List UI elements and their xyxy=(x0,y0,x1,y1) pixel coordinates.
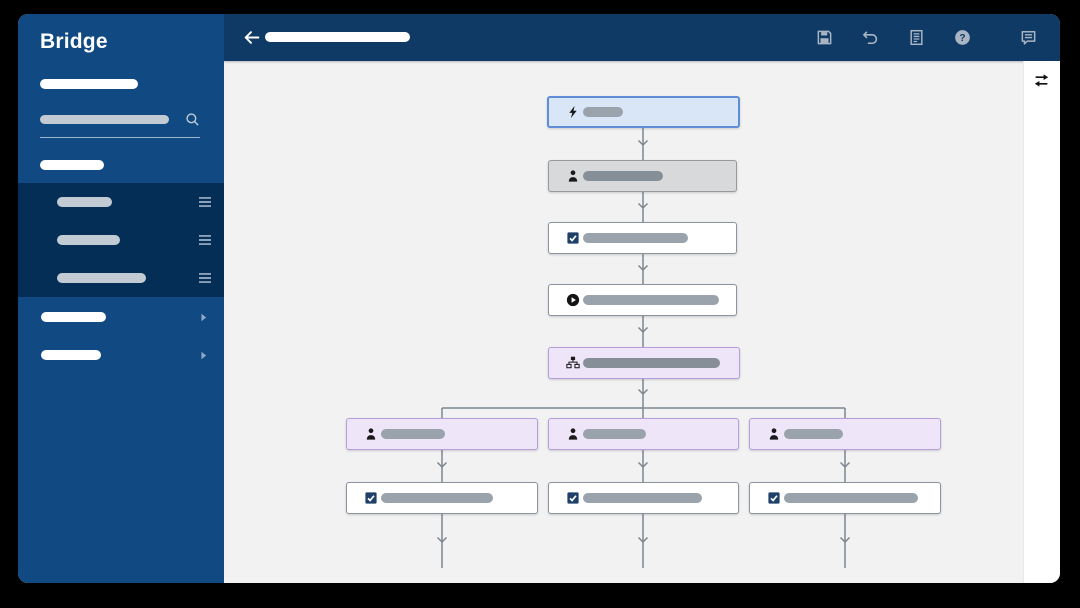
help-button[interactable]: ? xyxy=(954,29,971,46)
flow-connectors xyxy=(436,128,851,568)
play-icon xyxy=(566,293,580,307)
user-step-node[interactable] xyxy=(548,160,737,192)
redacted-text xyxy=(57,273,146,283)
sidebar: Bridge xyxy=(18,14,224,583)
task-check-icon xyxy=(767,491,781,505)
workflow-title-redacted xyxy=(265,32,410,42)
sidebar-selected-item-1[interactable] xyxy=(18,183,224,221)
sidebar-subheader-redacted xyxy=(40,160,104,170)
menu-icon[interactable] xyxy=(198,234,212,246)
task-step-node[interactable] xyxy=(749,482,941,514)
document-button[interactable] xyxy=(908,29,925,46)
help-icon: ? xyxy=(954,29,971,46)
search-placeholder-redacted xyxy=(40,115,169,124)
redacted-text xyxy=(57,197,112,207)
bridge-app-window: ? Bridge xyxy=(18,14,1060,583)
task-step-node[interactable] xyxy=(548,222,737,254)
comment-icon xyxy=(1020,29,1037,46)
redacted-text xyxy=(583,107,623,117)
user-icon xyxy=(767,427,781,441)
save-icon xyxy=(816,29,833,46)
user-step-node[interactable] xyxy=(346,418,538,450)
redacted-text xyxy=(583,233,688,243)
document-icon xyxy=(908,29,925,46)
top-toolbar: ? xyxy=(224,14,1060,61)
redacted-text xyxy=(583,295,719,305)
redacted-text xyxy=(784,429,843,439)
redacted-text xyxy=(784,493,918,503)
task-check-icon xyxy=(566,491,580,505)
redacted-text xyxy=(381,493,493,503)
comment-button[interactable] xyxy=(1020,29,1037,46)
sidebar-nav-item-2[interactable] xyxy=(18,336,224,374)
task-check-icon xyxy=(364,491,378,505)
task-check-icon xyxy=(566,231,580,245)
user-step-node[interactable] xyxy=(749,418,941,450)
undo-button[interactable] xyxy=(862,29,879,46)
user-icon xyxy=(364,427,378,441)
trigger-node[interactable] xyxy=(547,96,740,128)
save-button[interactable] xyxy=(816,29,833,46)
back-button[interactable] xyxy=(243,29,260,46)
redacted-text xyxy=(57,235,120,245)
svg-text:?: ? xyxy=(959,33,965,44)
task-step-node[interactable] xyxy=(346,482,538,514)
side-panel-strip xyxy=(1023,61,1060,583)
toolbar-actions: ? xyxy=(816,14,1037,61)
branch-step-node[interactable] xyxy=(548,347,740,379)
sidebar-nav-item-1[interactable] xyxy=(18,298,224,336)
chevron-right-icon xyxy=(198,312,209,323)
redacted-text xyxy=(583,429,646,439)
workflow-canvas[interactable] xyxy=(224,61,1024,583)
redacted-text xyxy=(583,171,663,181)
brand-logo: Bridge xyxy=(40,30,108,53)
sidebar-selected-item-3[interactable] xyxy=(18,259,224,297)
sidebar-nav xyxy=(18,298,224,374)
redacted-text xyxy=(41,312,106,322)
redacted-text xyxy=(41,350,101,360)
redacted-text xyxy=(583,493,702,503)
redacted-text xyxy=(583,358,720,368)
lightning-icon xyxy=(566,105,580,119)
sidebar-section-label-redacted xyxy=(40,79,138,89)
user-icon xyxy=(566,427,580,441)
process-step-node[interactable] xyxy=(548,284,737,316)
chevron-right-icon xyxy=(198,350,209,361)
workflow-icon xyxy=(566,356,580,370)
sidebar-search-input[interactable] xyxy=(40,108,200,138)
sidebar-selected-item-2[interactable] xyxy=(18,221,224,259)
search-icon xyxy=(185,112,200,127)
task-step-node[interactable] xyxy=(548,482,739,514)
user-icon xyxy=(566,169,580,183)
user-step-node[interactable] xyxy=(548,418,739,450)
sidebar-selected-group xyxy=(18,183,224,297)
menu-icon[interactable] xyxy=(198,196,212,208)
undo-icon xyxy=(862,29,879,46)
swap-horizontal-icon[interactable] xyxy=(1033,72,1050,89)
menu-icon[interactable] xyxy=(198,272,212,284)
redacted-text xyxy=(381,429,445,439)
